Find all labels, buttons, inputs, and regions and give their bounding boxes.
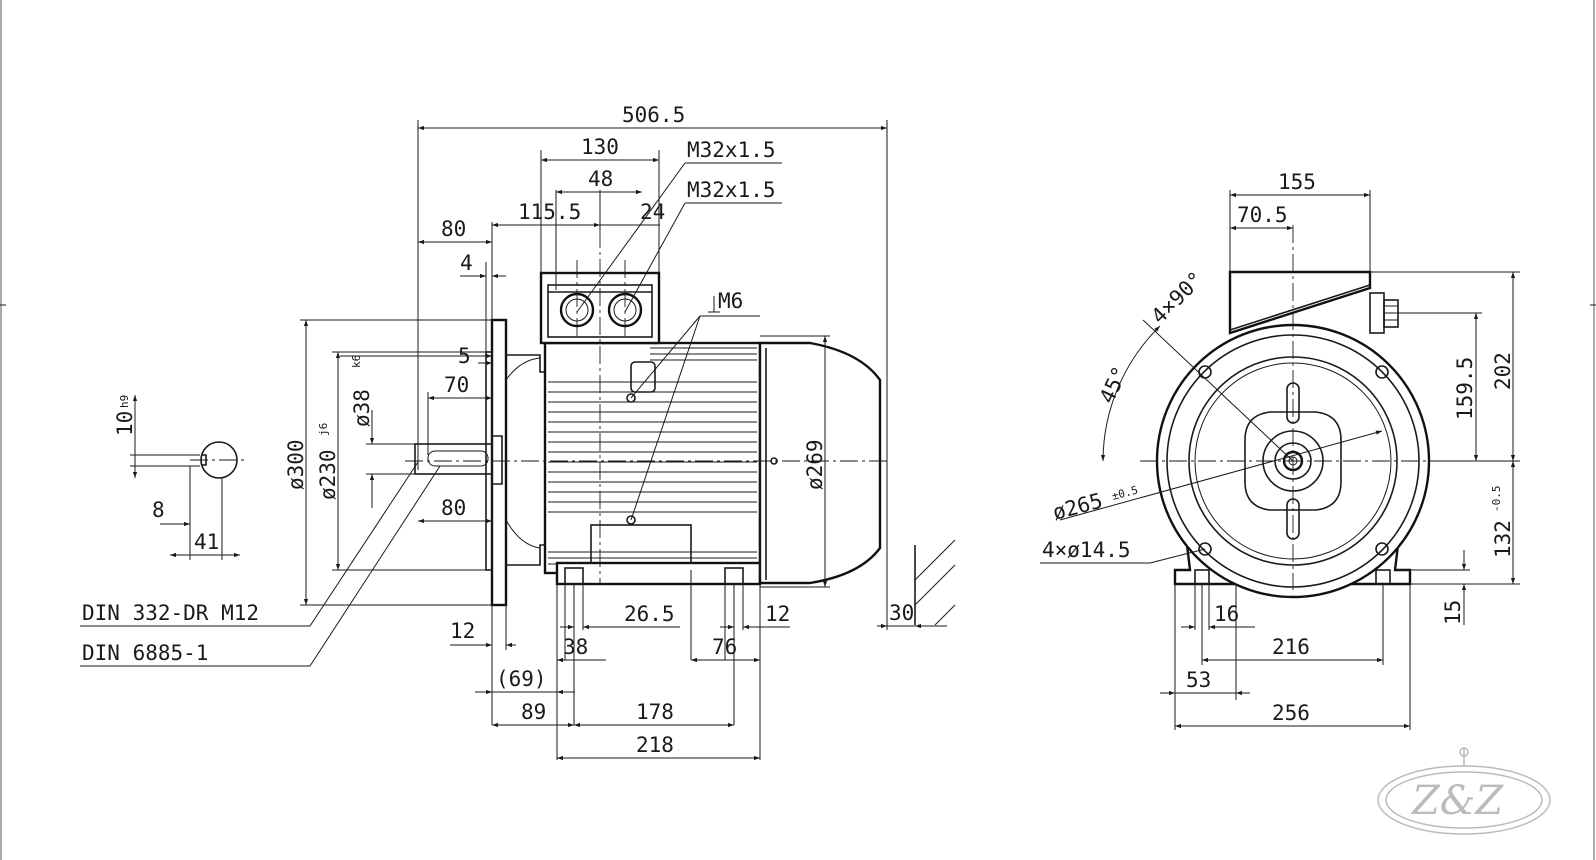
dim-gland-spacing: 48 <box>588 167 613 191</box>
dim-shoulder-to-foot-hole: 89 <box>521 700 546 724</box>
dim-foot-hole-offset: 26.5 <box>624 602 675 626</box>
key-tolerance-label: h9 <box>118 395 131 408</box>
dim-shaft-height: 132 <box>1491 520 1515 558</box>
flange-hole-br <box>1375 542 1389 556</box>
gland-thread-label-1: M32x1.5 <box>687 138 776 162</box>
dim-foot-width-76: 76 <box>712 635 737 659</box>
note-center-hole: DIN 332-DR M12 <box>82 601 259 625</box>
dim-shaft-key-offset: 5 <box>458 344 471 368</box>
key-depth-label: 8 <box>152 498 165 522</box>
dim-foot-length: 218 <box>636 733 674 757</box>
dim-box-to-flange: 115.5 <box>518 200 581 224</box>
dim-overall-length: 506.5 <box>622 103 685 127</box>
dim-shaft-length-top: 80 <box>441 217 466 241</box>
dim-terminal-box-length: 130 <box>581 135 619 159</box>
flange-hole-bl <box>1198 542 1212 556</box>
side-view-dimensions: 506.5 130 M32x1.5 48 M32x1.5 115.5 24 80… <box>284 103 947 761</box>
lifting-thread-label: M6 <box>718 289 743 313</box>
dim-fan-cover-offset: 30 <box>889 601 914 625</box>
dim-foot-height: 15 <box>1441 600 1465 625</box>
dim-foot-offset-53: 53 <box>1186 668 1211 692</box>
svg-text:Z&Z: Z&Z <box>1410 778 1504 824</box>
dim-gland-offset: 24 <box>640 200 665 224</box>
dim-overall-height: 202 <box>1491 352 1515 390</box>
dim-spigot-diameter: ø230 <box>316 449 340 500</box>
dim-end-box-width: 155 <box>1278 170 1316 194</box>
dim-foot-hole-dia: 16 <box>1214 602 1239 626</box>
motor-side-view <box>405 230 956 626</box>
watermark-logo: Z&Z <box>1377 747 1551 835</box>
key-width-label: 10 <box>113 411 137 436</box>
bolt-pattern-label: 4×90° <box>1147 267 1209 329</box>
dim-shaft-to-foot: (69) <box>496 667 547 691</box>
din-notes: DIN 332-DR M12 DIN 6885-1 <box>80 461 441 667</box>
note-key: DIN 6885-1 <box>82 641 208 665</box>
dim-foot-span-256: 256 <box>1272 701 1310 725</box>
dim-foot-hole-spacing: 178 <box>636 700 674 724</box>
dim-shaft-height-tolerance: -0.5 <box>1490 486 1503 513</box>
dim-gland-height: 159.5 <box>1453 357 1477 420</box>
dim-flange-thickness: 12 <box>450 619 475 643</box>
dim-frame-diameter: ø269 <box>803 439 827 490</box>
flange-holes-label: 4×ø14.5 <box>1042 538 1131 562</box>
dim-shaft-tolerance: k6 <box>350 355 363 368</box>
dim-foot-width-38: 38 <box>563 635 588 659</box>
dim-pcd-tolerance: ±0.5 <box>1110 483 1139 502</box>
dim-shaft-diameter: ø38 <box>350 389 374 427</box>
dim-foot-spacing-216: 216 <box>1272 635 1310 659</box>
dim-pcd-diameter: ø265 <box>1050 489 1105 525</box>
cooling-fins <box>548 347 757 565</box>
dim-shaft-length-bottom: 80 <box>441 496 466 520</box>
dim-end-box-offset: 70.5 <box>1237 203 1288 227</box>
dim-flange-spigot: 4 <box>460 251 473 275</box>
dim-foot-thickness-right: 12 <box>765 602 790 626</box>
shaft-height-key-label: 41 <box>194 530 219 554</box>
shaft-key-section: 10 h9 8 41 <box>113 395 248 560</box>
dim-flange-diameter: ø300 <box>284 439 308 490</box>
dim-spigot-tolerance: j6 <box>317 423 330 436</box>
flange-hole-tr <box>1375 365 1389 379</box>
gland-thread-label-2: M32x1.5 <box>687 178 776 202</box>
dim-key-length: 70 <box>444 373 469 397</box>
